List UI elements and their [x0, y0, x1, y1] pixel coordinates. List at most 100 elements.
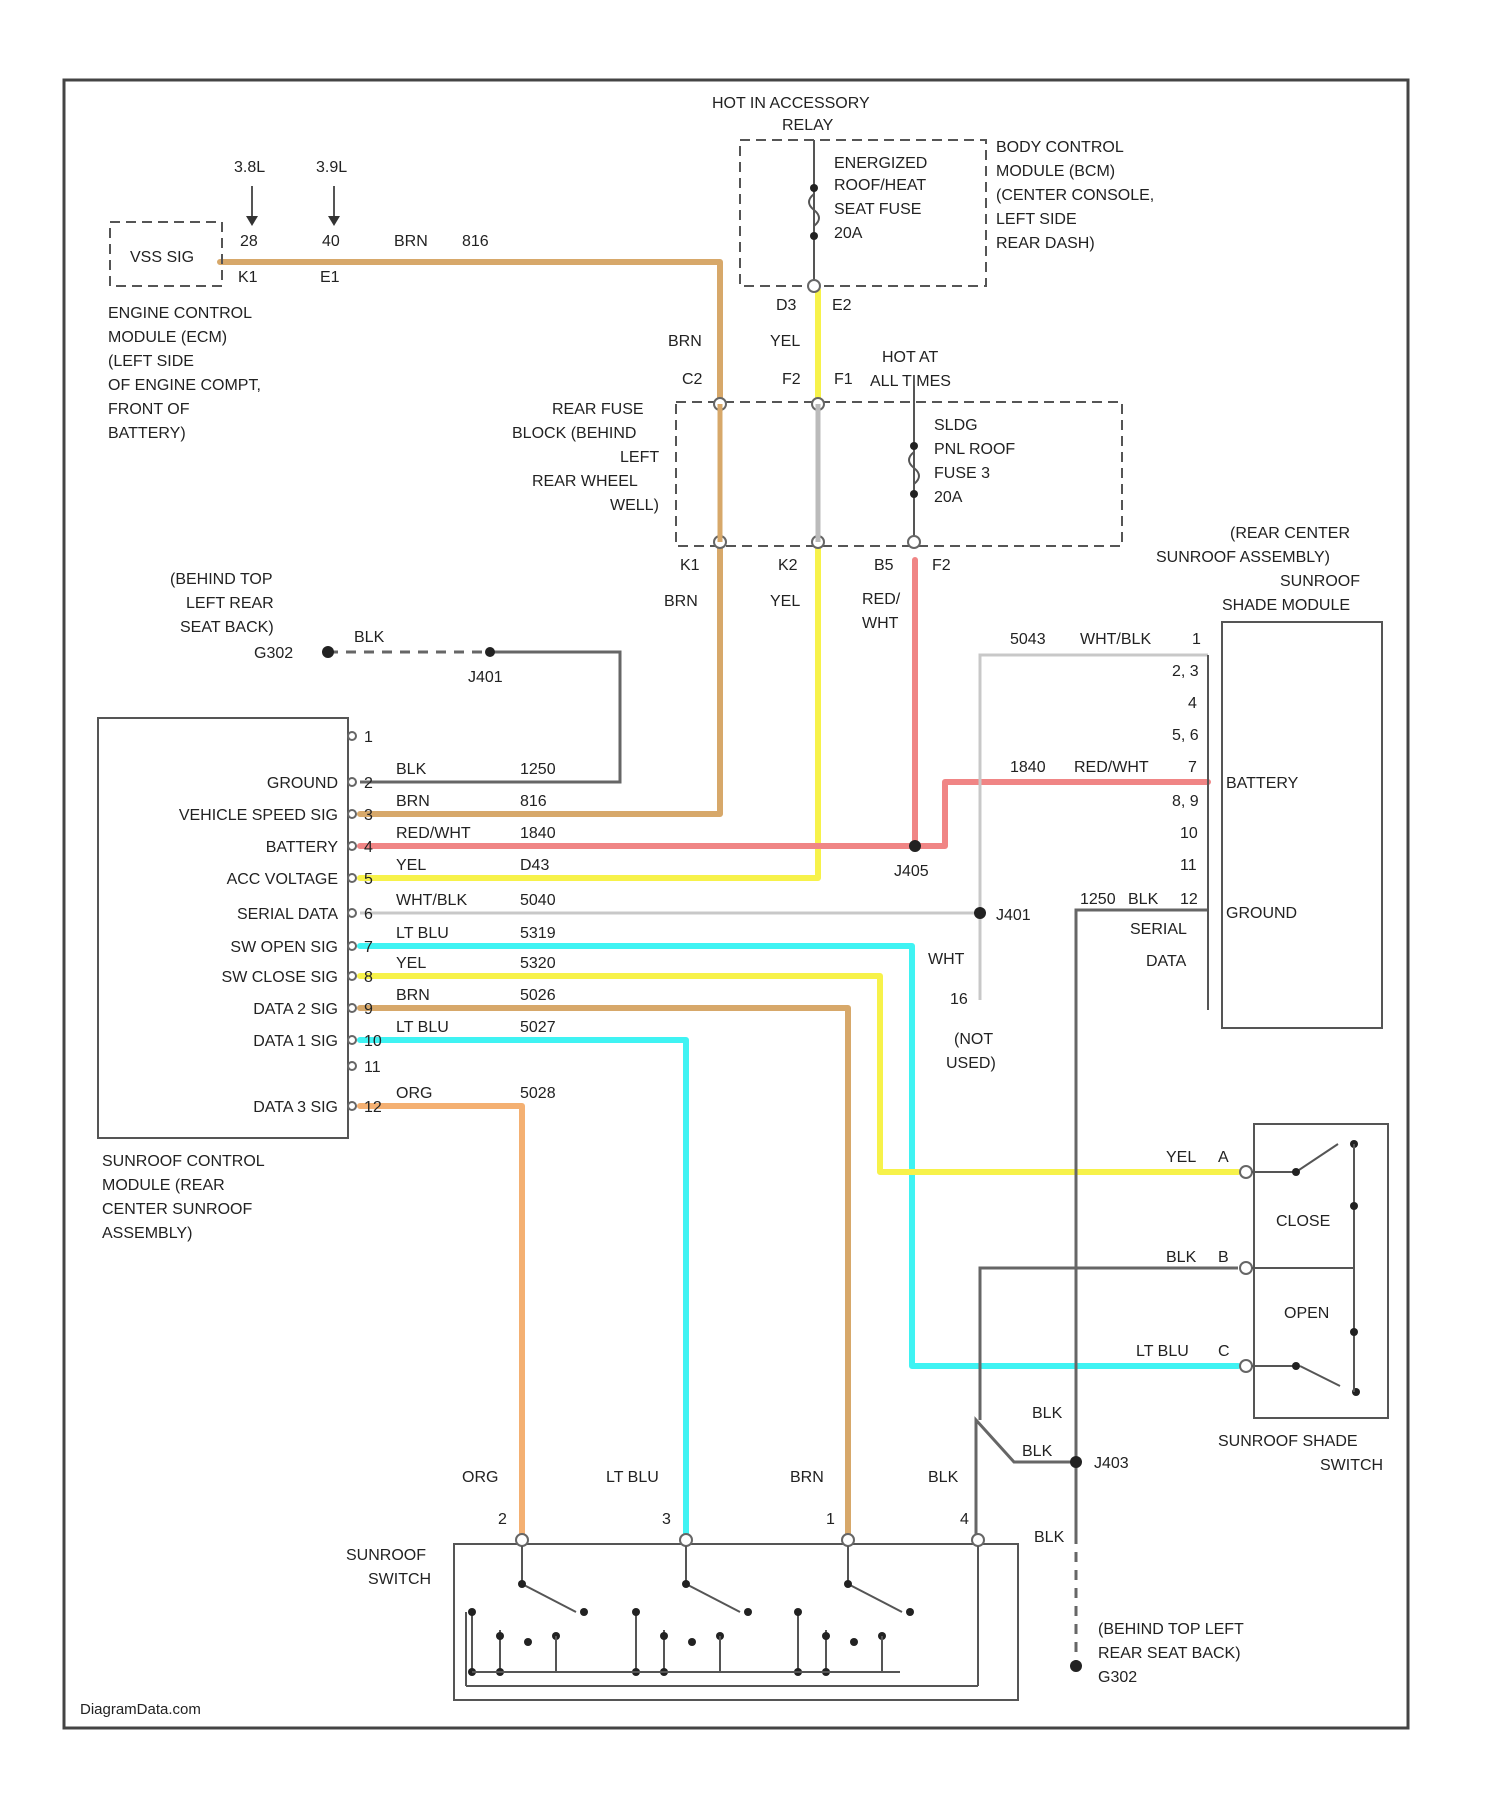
- cm-signal-3: ACC VOLTAGE: [227, 871, 338, 888]
- ecm-wire-color: BRN: [394, 233, 428, 250]
- cm-signal-5: SW OPEN SIG: [230, 939, 338, 956]
- switch-contact-part-32: [794, 1608, 802, 1616]
- bcm-loc-4: LEFT SIDE: [996, 211, 1077, 228]
- rfb-fuse-3: FUSE 3: [934, 465, 990, 482]
- switch-contact-part-16: [744, 1608, 752, 1616]
- shade-blk-upper: BLK: [1032, 1405, 1063, 1422]
- shade-loc-2: SUNROOF ASSEMBLY): [1156, 549, 1330, 566]
- rfb-bottom-pin-3: B5: [874, 557, 894, 574]
- rfb-bottom-wire-2: YEL: [770, 593, 800, 610]
- sw-pin-4: 4: [960, 1511, 969, 1528]
- sw-wire-blk: BLK: [928, 1469, 959, 1486]
- rfb-top-wire-1: BRN: [668, 333, 702, 350]
- switch-contact-part-15: [682, 1580, 690, 1588]
- switch-contact-part-7: [496, 1632, 504, 1640]
- cm-circuit-4: 5040: [520, 892, 556, 909]
- gnd-bottom-dot: [1070, 1660, 1082, 1672]
- splice-j405: J405: [894, 863, 929, 880]
- shade-switch-title-1: SUNROOF SHADE: [1218, 1433, 1358, 1450]
- cm-signal-7: DATA 2 SIG: [253, 1001, 338, 1018]
- cm-pin-12: 12: [364, 1099, 382, 1116]
- sw-title-1: SUNROOF: [346, 1547, 426, 1564]
- gnd-top-loc-3: SEAT BACK): [180, 619, 274, 636]
- shade-serial-pin: 1: [1192, 631, 1201, 648]
- shade-serial-data-2: DATA: [1146, 953, 1187, 970]
- shade-module-group: (REAR CENTER SUNROOF ASSEMBLY) SUNROOF S…: [928, 525, 1382, 1072]
- cm-circuit-3: D43: [520, 857, 549, 874]
- cm-loc-3: CENTER SUNROOF: [102, 1201, 252, 1218]
- wire-battery-shade: [915, 782, 1208, 846]
- cm-wire-color-7: BRN: [396, 987, 430, 1004]
- cm-pin-dot-4: [348, 842, 356, 850]
- rfb-bottom-wire-1: BRN: [664, 593, 698, 610]
- sunroof-switch-contacts: [466, 1546, 978, 1686]
- shade-switch-pin-b: B: [1218, 1249, 1229, 1266]
- cm-pin-10: 10: [364, 1033, 382, 1050]
- shade-switch-common-dot-1: [1350, 1202, 1358, 1210]
- bcm-pin: [808, 280, 820, 292]
- cm-wire-color-6: YEL: [396, 955, 426, 972]
- switch-contact-part-34: [850, 1638, 858, 1646]
- bcm-loc-5: REAR DASH): [996, 235, 1095, 252]
- bcm-fuse-dot-top: [810, 184, 818, 192]
- rfb-box: [676, 402, 1122, 546]
- bcm-fuse-dot-bottom: [810, 232, 818, 240]
- relay-title-1: HOT IN ACCESSORY: [712, 95, 870, 112]
- sw-wire-org: ORG: [462, 1469, 498, 1486]
- cm-pin-dot-5: [348, 874, 356, 882]
- shade-switch-wire-c: LT BLU: [1136, 1343, 1189, 1360]
- ecm-connector-b: E1: [320, 269, 340, 286]
- cm-pin-11: 11: [364, 1059, 381, 1076]
- bcm-relay-group: HOT IN ACCESSORY RELAY ENERGIZED ROOF/HE…: [712, 95, 1154, 314]
- shade-serial-data-1: SERIAL: [1130, 921, 1187, 938]
- shade-switch-wire-a: YEL: [1166, 1149, 1196, 1166]
- cm-pin-dot-2: [348, 778, 356, 786]
- shade-switch-wire-b: BLK: [1166, 1249, 1197, 1266]
- shade-pin-7: 7: [1188, 759, 1197, 776]
- sw-pin-2: 2: [498, 1511, 507, 1528]
- cm-wire-color-4: WHT/BLK: [396, 892, 467, 909]
- cm-circuit-5: 5319: [520, 925, 556, 942]
- shade-blk-lower: BLK: [1022, 1443, 1053, 1460]
- sw-wire-ltblu: LT BLU: [606, 1469, 659, 1486]
- switch-contact-part-1: [522, 1584, 576, 1612]
- gnd-bottom-loc-1: (BEHIND TOP LEFT: [1098, 1621, 1244, 1638]
- cm-pin-dot-8: [348, 972, 356, 980]
- splice-j401: J401: [996, 907, 1031, 924]
- ecm-connector-a: K1: [238, 269, 258, 286]
- rfb-top-wire-2: YEL: [770, 333, 800, 350]
- sunroof-switch-box: [454, 1544, 1018, 1700]
- cm-signal-9: DATA 3 SIG: [253, 1099, 338, 1116]
- cm-circuit-6: 5320: [520, 955, 556, 972]
- bcm-fuse-2: ROOF/HEAT: [834, 177, 926, 194]
- cm-pin-dot-1: [348, 732, 356, 740]
- shade-loc-1: (REAR CENTER: [1230, 525, 1350, 542]
- ecm-arrow-right-head: [328, 216, 340, 226]
- splice-j401-dot: [974, 907, 986, 919]
- gnd-bottom-loc-2: REAR SEAT BACK): [1098, 1645, 1241, 1662]
- cm-wire-color-8: LT BLU: [396, 1019, 449, 1036]
- rfb-top-pin-3: F1: [834, 371, 853, 388]
- switch-contact-part-6: [468, 1608, 476, 1616]
- shade-ground-label: GROUND: [1226, 905, 1297, 922]
- cm-pin-8: 8: [364, 969, 373, 986]
- bcm-fuse-1: ENERGIZED: [834, 155, 927, 172]
- shade-ground-wire: BLK: [1128, 891, 1159, 908]
- shade-switch-open: OPEN: [1284, 1305, 1329, 1322]
- ecm-pin1: 28: [240, 233, 258, 250]
- wires: [220, 262, 1238, 1666]
- rfb-loc-4: REAR WHEEL: [532, 473, 638, 490]
- ground-bottom-group: (BEHIND TOP LEFT REAR SEAT BACK) G302: [1070, 1621, 1244, 1686]
- cm-pin-dot-11: [348, 1062, 356, 1070]
- sw-title-2: SWITCH: [368, 1571, 431, 1588]
- switch-contact-part-14: [686, 1584, 740, 1612]
- cm-circuit-2: 1840: [520, 825, 556, 842]
- cm-signal-2: BATTERY: [266, 839, 339, 856]
- shade-notused-pin: 16: [950, 991, 968, 1008]
- cm-loc-4: ASSEMBLY): [102, 1225, 192, 1242]
- cm-pin-dot-6: [348, 909, 356, 917]
- shade-ground-circuit: 1250: [1080, 891, 1116, 908]
- rfb-loc-5: WELL): [610, 497, 659, 514]
